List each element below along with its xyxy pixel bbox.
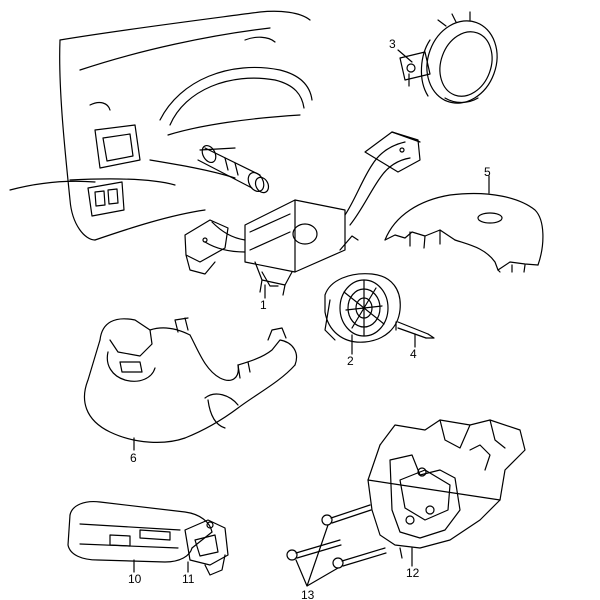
callout-5: 5 [484, 165, 491, 179]
callout-2: 2 [347, 354, 354, 368]
callout-4: 4 [410, 347, 417, 361]
part-3-clamp-ring [397, 11, 498, 104]
callout-13: 13 [301, 588, 315, 600]
part-5-upper-column-cover [384, 192, 544, 273]
callout-10: 10 [128, 572, 142, 586]
steering-column-shaft [197, 144, 270, 194]
leader-line [295, 524, 339, 587]
part-13-screws [286, 504, 387, 569]
part-4-pin [395, 321, 435, 339]
callout-3: 3 [389, 37, 396, 51]
callout-11: 11 [182, 572, 195, 586]
part-10-trim-panel [67, 500, 213, 563]
callout-1: 1 [260, 298, 267, 312]
callout-12: 12 [406, 566, 420, 580]
part-11-lock-module [184, 519, 229, 576]
part-12-bracket [367, 419, 526, 559]
part-2-clock-spring [324, 273, 401, 343]
callout-6: 6 [130, 451, 137, 465]
dashboard-outline [9, 10, 313, 241]
part-1-combination-switch [184, 131, 421, 296]
part-6-lower-column-cover [83, 317, 298, 443]
